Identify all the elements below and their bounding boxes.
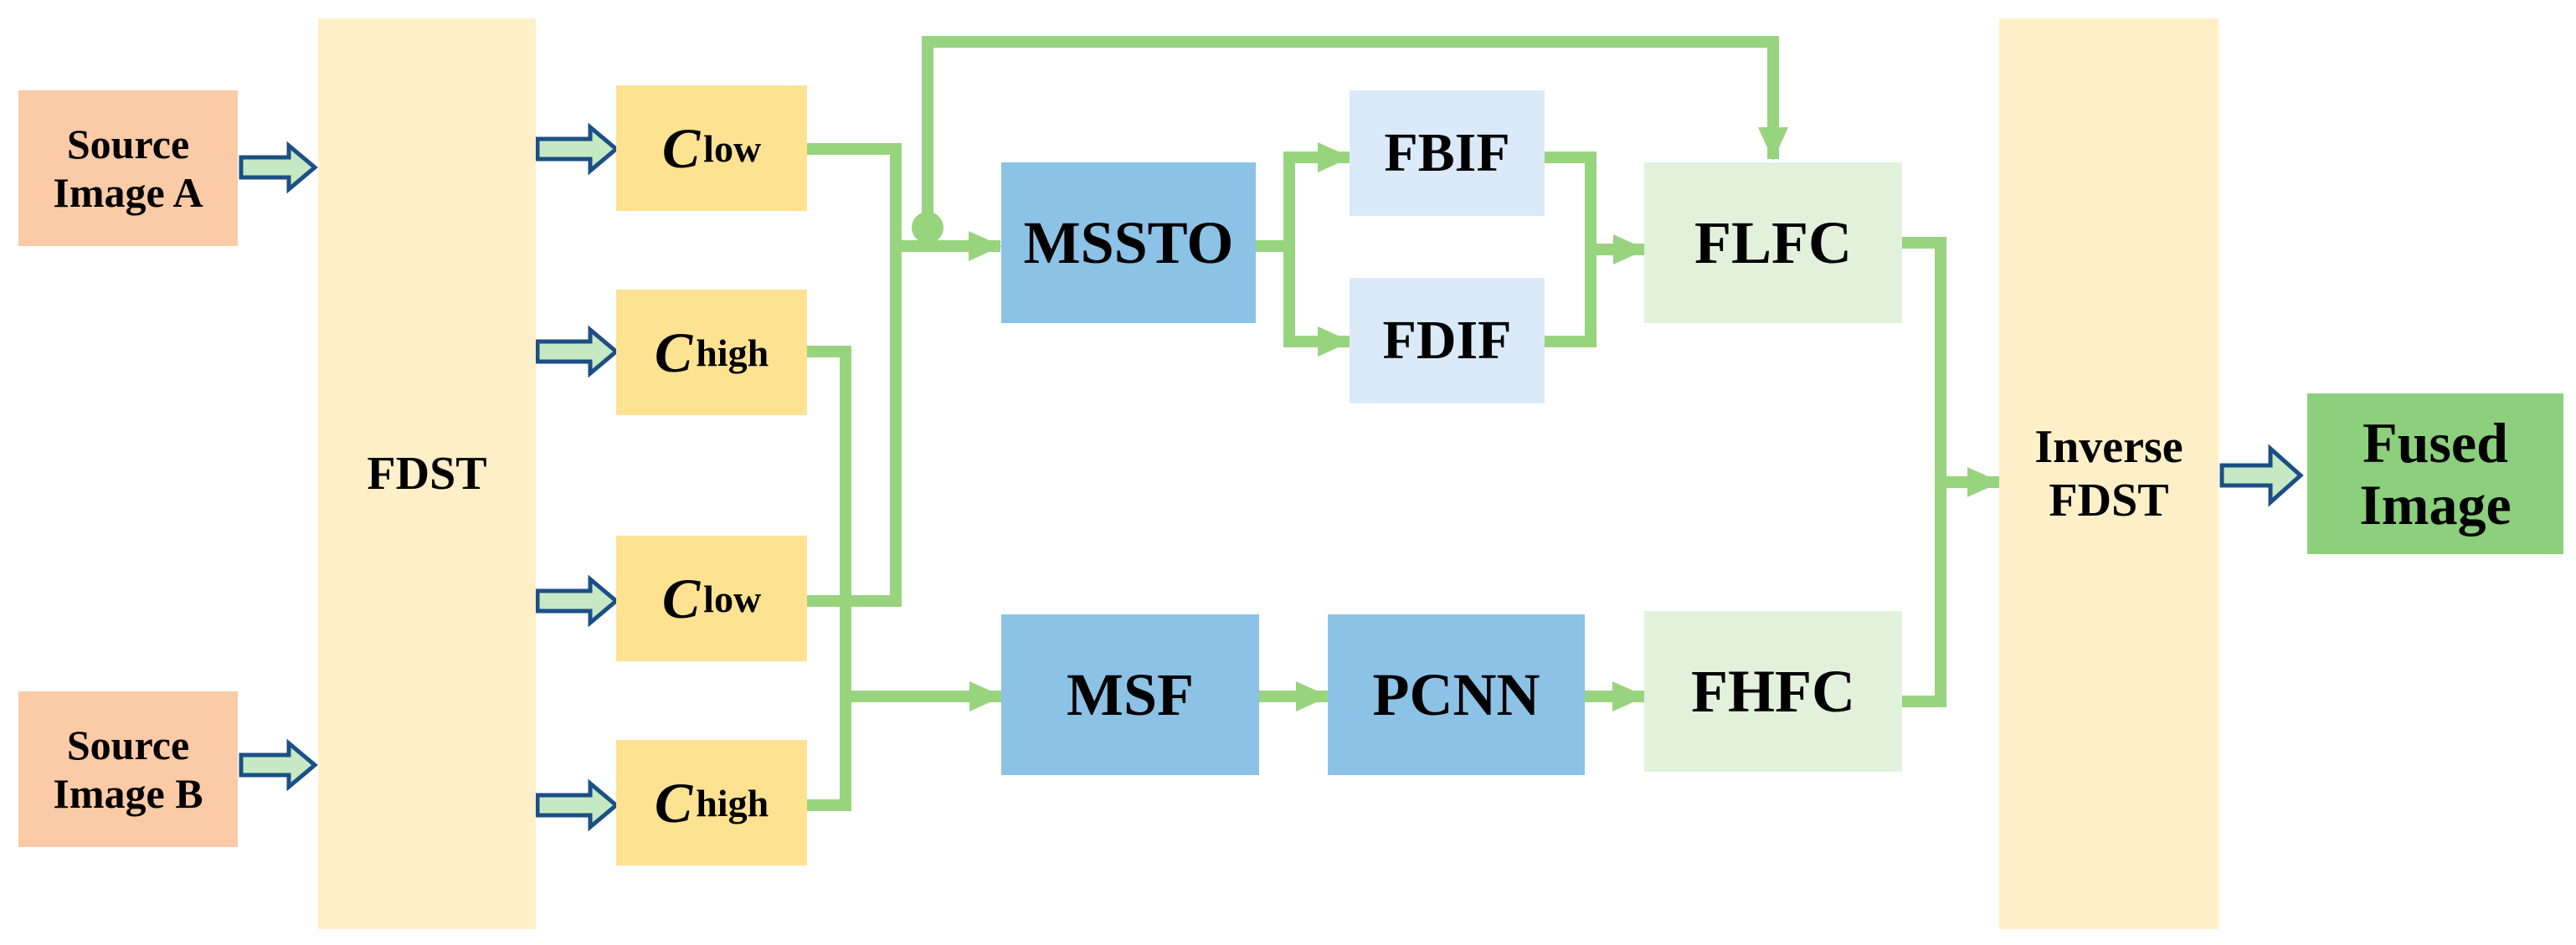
- chigh-a-letter: C: [654, 320, 693, 384]
- flfc-box: FLFC: [1644, 162, 1902, 323]
- fdif-label: FDIF: [1382, 310, 1512, 371]
- mssto-box: MSSTO: [1001, 162, 1256, 323]
- junction-dot: [912, 212, 944, 244]
- input-arrow-chigh-a: [535, 325, 620, 378]
- mssto-label: MSSTO: [1023, 208, 1234, 276]
- inverse-fdst-line1: Inverse: [2034, 421, 2183, 473]
- input-arrow-source-b: [239, 738, 318, 792]
- source-image-b-line1: Source: [66, 722, 190, 768]
- fused-image-box: Fused Image: [2307, 393, 2563, 554]
- chigh-a-sub: high: [696, 331, 769, 374]
- connector-fbif-to-flfc: [1545, 152, 1597, 347]
- clow-a-letter: C: [661, 116, 701, 180]
- chigh-b-letter: C: [654, 770, 693, 835]
- fdst-label: FDST: [367, 448, 487, 500]
- msf-box: MSF: [1001, 614, 1259, 775]
- connector-flfc-to-inverse: [1902, 237, 1946, 707]
- connector-chigh-a-to-msf: [807, 346, 851, 696]
- connector-clow-a-to-mssto: [807, 143, 902, 246]
- input-arrow-clow-b: [535, 574, 620, 628]
- fbif-label: FBIF: [1384, 122, 1510, 183]
- fused-image-line1: Fused: [2363, 411, 2508, 475]
- fhfc-box: FHFC: [1644, 611, 1902, 772]
- source-image-b-line2: Image B: [53, 770, 203, 817]
- source-image-a-box: Source Image A: [18, 90, 238, 246]
- connector-mssto-to-fbif: [1256, 142, 1351, 252]
- connector-clow-b-to-mssto: [807, 231, 1002, 607]
- msf-label: MSF: [1067, 660, 1194, 728]
- flfc-label: FLFC: [1694, 208, 1852, 276]
- clow-b-sub: low: [703, 577, 762, 620]
- clow-b-letter: C: [661, 566, 701, 630]
- output-arrow-fused: [2219, 444, 2304, 507]
- fhfc-label: FHFC: [1691, 657, 1855, 725]
- fused-image-line2: Image: [2359, 473, 2512, 537]
- fdif-box: FDIF: [1350, 278, 1545, 403]
- connector-chigh-b-to-msf: [807, 681, 1003, 811]
- connector-mssto-to-fdif: [1283, 246, 1351, 357]
- inverse-fdst-box: Inverse FDST: [1999, 18, 2219, 929]
- fbif-box: FBIF: [1350, 90, 1545, 216]
- pcnn-box: PCNN: [1328, 614, 1585, 775]
- input-arrow-clow-a: [535, 122, 620, 176]
- connector-bypass-to-flfc: [922, 36, 1788, 226]
- pcnn-label: PCNN: [1372, 660, 1540, 728]
- clow-a-sub: low: [703, 126, 762, 170]
- source-image-a-line2: Image A: [53, 169, 203, 216]
- fdst-box: FDST: [318, 18, 536, 929]
- input-arrow-source-a: [239, 141, 318, 194]
- source-image-b-box: Source Image B: [18, 691, 238, 847]
- input-arrow-chigh-b: [535, 778, 620, 832]
- inverse-fdst-line2: FDST: [2049, 475, 2169, 526]
- source-image-a-line1: Source: [66, 121, 190, 167]
- chigh-b-sub: high: [696, 781, 769, 824]
